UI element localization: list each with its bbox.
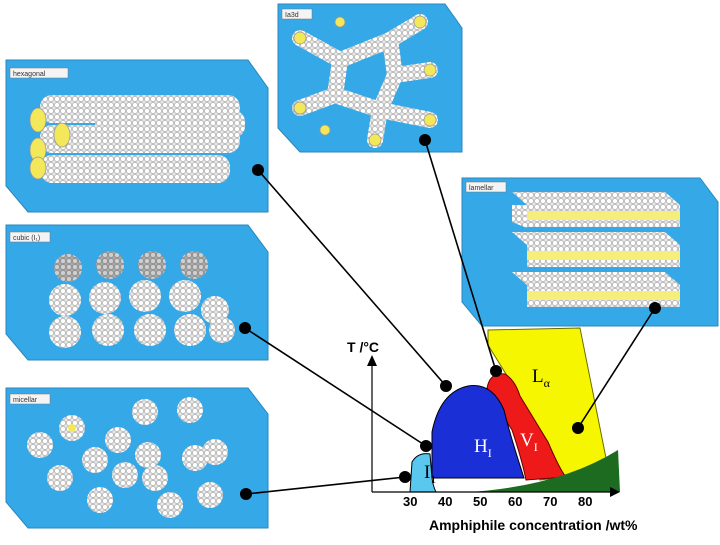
- lamellar-panel: lamellar: [461, 177, 719, 327]
- ia3d-panel: Ia3d: [277, 3, 463, 153]
- x-tick-labels: 30 40 50 60 70 80: [403, 494, 592, 509]
- connector-dot-la: [572, 422, 584, 434]
- x-tick-label: 60: [508, 494, 522, 509]
- connector-dots: [239, 134, 661, 500]
- x-tick-label: 70: [543, 494, 557, 509]
- lamellar-label-box: [465, 181, 507, 193]
- phase-label-v1: VI: [520, 430, 538, 454]
- micellar-spheres: [27, 397, 228, 518]
- phase-region-i1: [409, 453, 437, 493]
- connector-dot-micellar: [240, 488, 252, 500]
- hexagonal-panel: hexagonal: [5, 59, 269, 213]
- connector-micellar: [245, 476, 406, 495]
- connector-ia3d: [424, 139, 497, 372]
- x-tick-label: 50: [473, 494, 487, 509]
- connector-lamellar: [577, 307, 656, 429]
- y-axis-title: T /°C: [347, 339, 379, 355]
- connector-dot-hexagonal: [252, 164, 264, 176]
- connector-dot-cubic-phase: [420, 440, 432, 452]
- phase-region-h1: [431, 385, 525, 479]
- lamellar-bilayers: [512, 192, 680, 307]
- cubic-label-box: [9, 231, 51, 243]
- phase-label-la: Lα: [532, 366, 551, 390]
- cubic-spheres: [49, 251, 235, 348]
- ia3d-network: [292, 14, 438, 148]
- y-axis-arrow: [367, 355, 377, 366]
- phase-label-v1-sub: I: [534, 440, 538, 454]
- ia3d-ends: [293, 15, 437, 147]
- lamellar-label: lamellar: [469, 185, 494, 192]
- connector-hexagonal: [257, 169, 447, 387]
- ia3d-label-box: [281, 8, 313, 20]
- x-tick-label: 80: [578, 494, 592, 509]
- phase-label-i1-main: I: [424, 462, 430, 483]
- connector-dot-h1: [440, 380, 452, 392]
- micellar-label-box: [9, 393, 51, 405]
- phase-label-h1-main: H: [474, 436, 488, 457]
- connector-dot-i1: [399, 471, 411, 483]
- x-tick-label: 30: [403, 494, 417, 509]
- connector-dot-lamellar: [649, 302, 661, 314]
- x-axis-title: Amphiphile concentration /wt%: [429, 517, 638, 533]
- connector-cubic: [244, 327, 427, 447]
- x-axis-arrow: [610, 487, 620, 497]
- hexagonal-label: hexagonal: [13, 71, 46, 78]
- x-tick-label: 40: [438, 494, 452, 509]
- hexagonal-cylinders: [29, 95, 245, 183]
- phase-label-h1: HI: [474, 436, 492, 460]
- connector-dot-v1: [490, 365, 502, 377]
- phase-label-i1: I1: [424, 462, 436, 486]
- hexagonal-label-box: [9, 67, 69, 79]
- phase-label-la-main: L: [532, 366, 544, 387]
- micellar-label: micellar: [13, 397, 38, 404]
- cubic-label: cubic (I₁): [13, 235, 40, 242]
- cubic-panel: cubic (I₁): [5, 224, 269, 361]
- micellar-panel: micellar: [5, 387, 269, 529]
- phase-label-la-sub: α: [544, 376, 551, 390]
- connector-dot-cubic: [239, 322, 251, 334]
- connectors: [244, 139, 656, 495]
- connector-dot-ia3d: [419, 134, 431, 146]
- phase-diagram: T /°C Amphiphile concentration /wt% 30 40…: [347, 327, 638, 533]
- phase-label-i1-sub: 1: [430, 472, 436, 486]
- ia3d-label: Ia3d: [285, 12, 299, 19]
- phase-label-v1-main: V: [520, 430, 534, 451]
- phase-label-h1-sub: I: [488, 446, 492, 460]
- phase-region-solid: [470, 450, 620, 492]
